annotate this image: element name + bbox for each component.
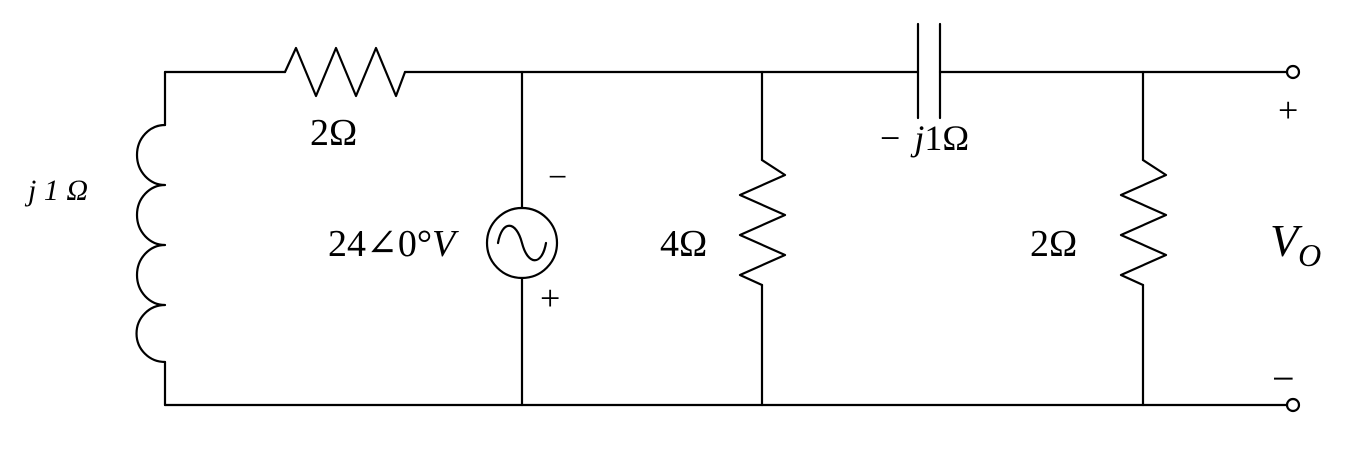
source-polarity-top: −	[548, 159, 567, 196]
output-voltage-symbol: V	[1270, 215, 1303, 266]
inductor-label: j 1 Ω	[24, 174, 88, 207]
resistor-middle	[738, 158, 787, 287]
capacitor-label: −j1Ω	[880, 118, 969, 158]
capacitor-j: j	[910, 118, 924, 158]
resistor-right	[1119, 158, 1168, 287]
capacitor-value: 1Ω	[924, 118, 969, 158]
capacitor	[916, 22, 942, 120]
output-terminals	[1285, 64, 1301, 413]
source-sine	[496, 224, 548, 262]
output-terminal-bottom	[1285, 397, 1301, 413]
resistor-top	[283, 46, 407, 98]
resistor-right-label: 2Ω	[1030, 223, 1077, 265]
capacitor-sign: −	[880, 118, 900, 158]
output-minus: −	[1272, 356, 1295, 401]
inductor-coil	[135, 123, 167, 364]
source-unit: V	[432, 223, 459, 265]
source-polarity-bottom: +	[540, 278, 560, 318]
source-value: 24∠0°	[328, 223, 432, 265]
resistor-top-label: 2Ω	[310, 112, 357, 154]
source-label: 24∠0°V	[328, 223, 459, 265]
output-voltage-label: VO	[1270, 215, 1321, 273]
output-voltage-subscript: O	[1298, 237, 1321, 273]
output-plus: +	[1278, 90, 1298, 130]
resistor-middle-label: 4Ω	[660, 223, 707, 265]
output-terminal-top	[1285, 64, 1301, 80]
voltage-source	[485, 206, 559, 280]
source-circle	[485, 206, 559, 280]
wires	[163, 70, 1288, 407]
